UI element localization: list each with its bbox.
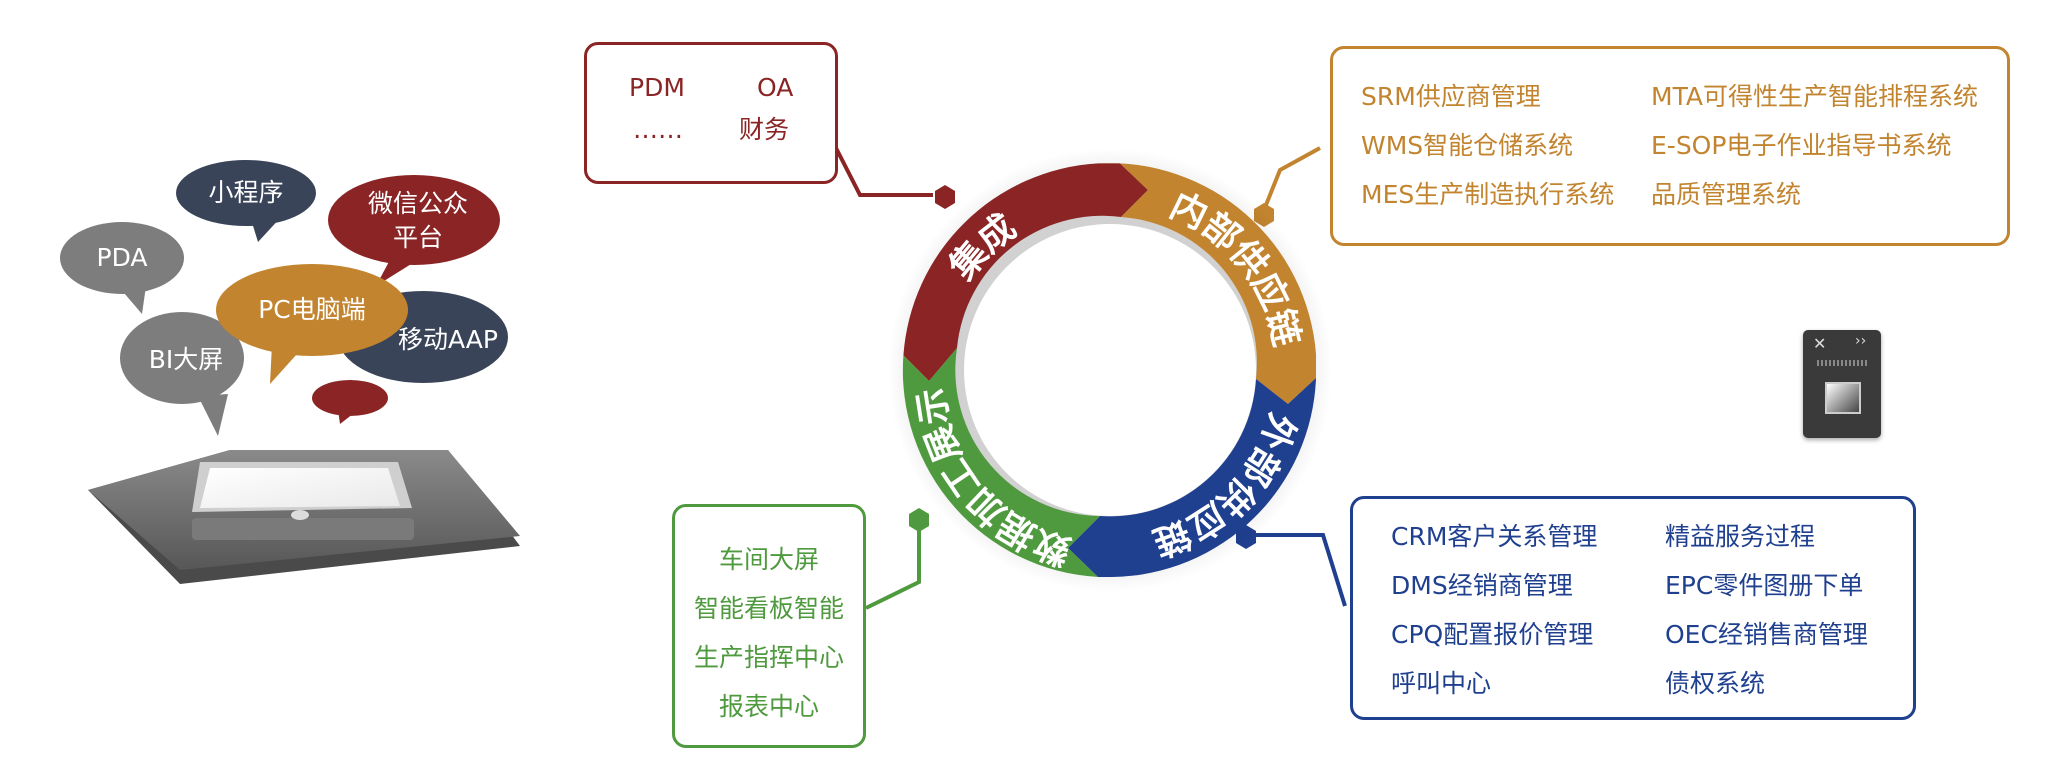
internal-item: MTA可得性生产智能排程系统: [1651, 82, 1979, 111]
ring-segment-integration: [903, 163, 1148, 381]
close-icon[interactable]: ✕: [1813, 334, 1827, 353]
bubble-wechat: [328, 175, 500, 265]
bubble-pda: [60, 222, 184, 294]
internal-item: MES生产制造执行系统: [1361, 180, 1615, 209]
external-item: OEC经销售商管理: [1665, 620, 1868, 649]
bubble-bi: [120, 312, 244, 404]
data-box: 车间大屏 智能看板智能 生产指挥中心 报表中心: [672, 504, 866, 748]
bubble-small-red: [312, 380, 388, 416]
data-item: 生产指挥中心: [693, 643, 845, 672]
external-item: CRM客户关系管理: [1391, 522, 1598, 551]
integration-item: PDM: [629, 73, 685, 102]
connector-external: [1240, 533, 1347, 607]
ring-segment-external: [1068, 378, 1316, 577]
central-ring: [888, 148, 1332, 592]
connector-internal: [1262, 146, 1321, 211]
grip-bar[interactable]: [1817, 360, 1867, 366]
internal-item: SRM供应商管理: [1361, 82, 1541, 111]
bubble-label-miniprogram: 小程序: [208, 178, 284, 207]
integration-item: 财务: [739, 115, 790, 144]
device-illustration: [88, 450, 520, 584]
expand-icon[interactable]: ››: [1855, 333, 1867, 349]
bubble-pc: [216, 264, 408, 356]
data-item: 智能看板智能: [693, 594, 845, 623]
bubble-label-pc: PC电脑端: [258, 295, 366, 324]
ring-segment-internal: [1098, 163, 1316, 404]
internal-item: E-SOP电子作业指导书系统: [1651, 131, 1952, 160]
external-item: 债权系统: [1665, 669, 1766, 698]
bubble-label-bi: BI大屏: [148, 345, 224, 374]
data-item: 报表中心: [718, 692, 820, 721]
internal-item: WMS智能仓储系统: [1361, 131, 1574, 160]
internal-item: 品质管理系统: [1651, 180, 1802, 209]
integration-item: OA: [757, 73, 794, 102]
connectors: [834, 146, 1347, 610]
tablet-screen: [200, 468, 400, 508]
external-item: CPQ配置报价管理: [1391, 620, 1594, 649]
external-item: 精益服务过程: [1665, 522, 1816, 551]
external-item: 呼叫中心: [1391, 669, 1492, 698]
connector-data: [865, 520, 921, 610]
external-item: EPC零件图册下单: [1665, 571, 1864, 600]
bubble-label-wechat-2: 平台: [392, 223, 444, 252]
external-box: CRM客户关系管理 精益服务过程 DMS经销商管理 EPC零件图册下单 CPQ配…: [1350, 496, 1916, 720]
ring-segment-data: [902, 348, 1100, 577]
external-item: DMS经销商管理: [1391, 571, 1573, 600]
internal-box: SRM供应商管理 MTA可得性生产智能排程系统 WMS智能仓储系统 E-SOP电…: [1330, 46, 2010, 246]
bubble-miniprogram: [176, 160, 316, 226]
bubble-label-mobile: 移动AAP: [398, 325, 498, 354]
integration-box: PDM OA …… 财务: [584, 42, 838, 184]
home-button: [291, 510, 309, 520]
tablet-base: [192, 518, 414, 540]
integration-item: ……: [633, 115, 683, 144]
bubble-label-wechat-1: 微信公众: [367, 189, 469, 218]
bubble-label-pda: PDA: [96, 243, 148, 272]
floating-tool-widget[interactable]: ✕ ››: [1803, 330, 1881, 438]
gradient-icon[interactable]: [1825, 382, 1861, 414]
connector-integration: [834, 147, 933, 197]
data-item: 车间大屏: [718, 545, 820, 574]
speech-bubbles: [60, 160, 508, 436]
